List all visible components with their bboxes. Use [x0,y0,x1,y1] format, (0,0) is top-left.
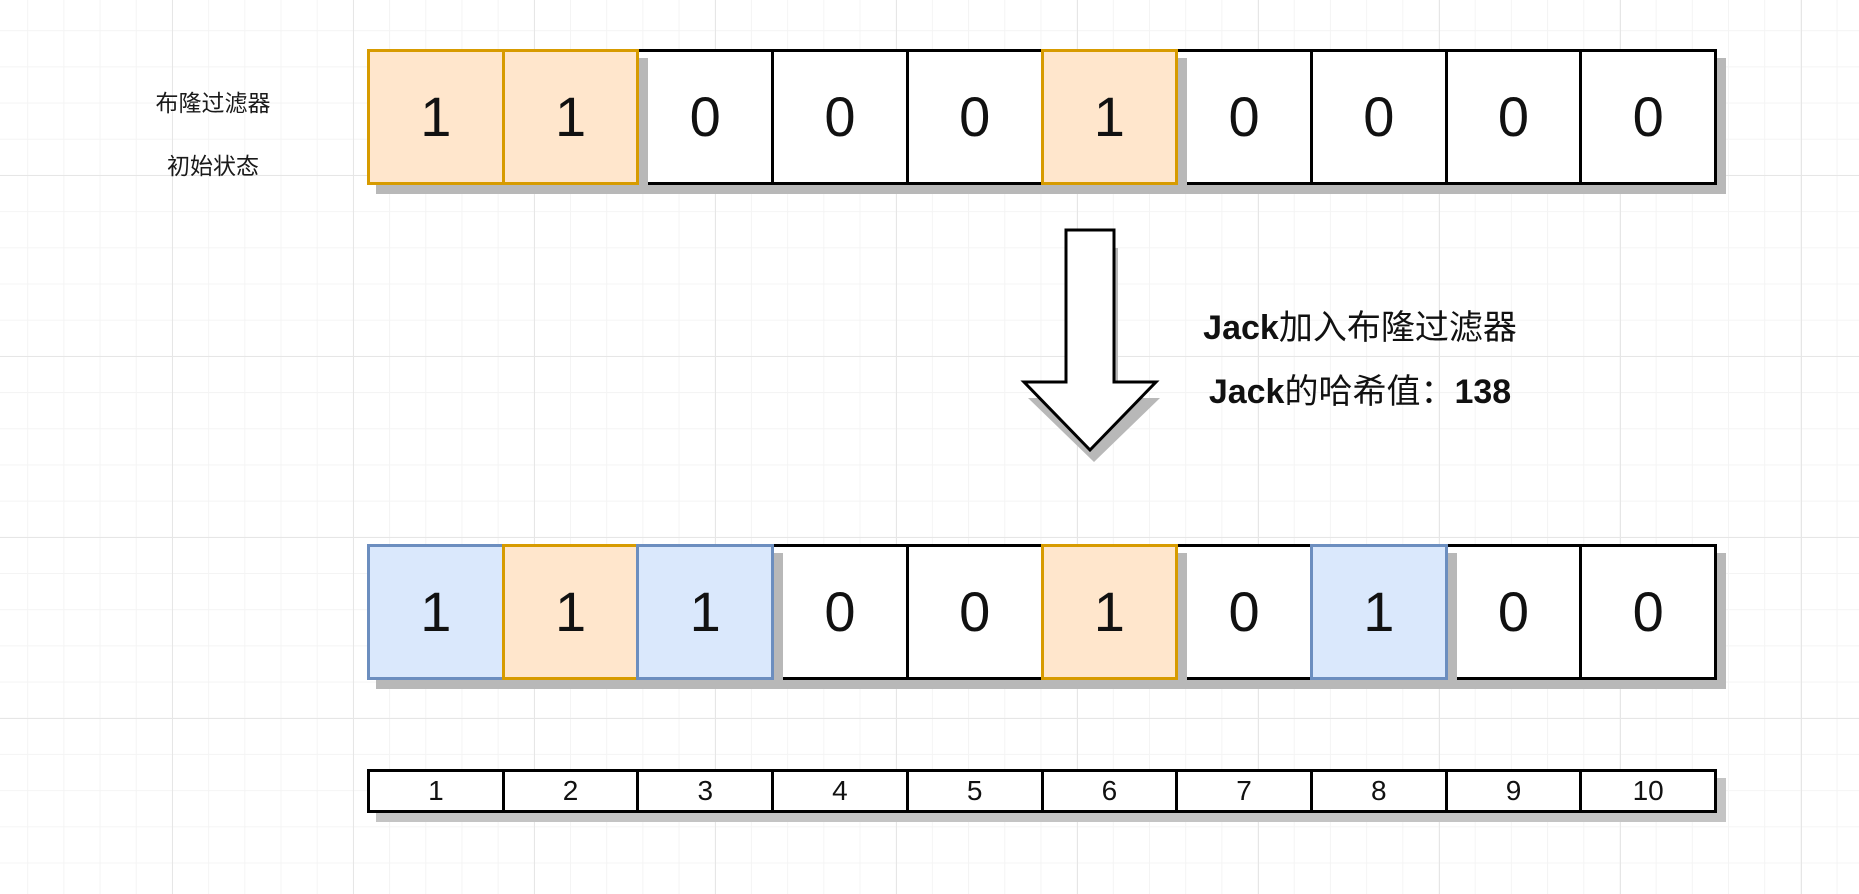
initial-bit-cell-value: 0 [959,85,991,148]
after-bit-cell: 1 [367,544,505,680]
initial-bit-cell: 0 [1175,49,1313,185]
after-bit-cell-value: 0 [959,580,991,643]
initial-bit-cell-value: 0 [824,85,856,148]
item-name: Jack [1208,373,1285,411]
after-bit-cell: 0 [1175,544,1313,680]
initial-bit-cell: 1 [501,49,640,185]
initial-bit-cell: 0 [1579,49,1718,185]
hash-label: 的哈希值： [1284,372,1455,412]
index-cell-value: 7 [1236,775,1252,806]
item-name: Jack [1203,309,1279,347]
initial-bit-cell-value: 0 [1363,85,1395,148]
after-bit-cell: 0 [771,544,909,680]
after-bit-array: 1 1 1 0 0 1 0 1 0 0 [367,544,1718,680]
index-cell: 8 [1309,769,1448,813]
initial-bit-cell-value: 1 [554,85,587,148]
index-cell: 7 [1175,769,1313,813]
index-cell: 10 [1579,769,1718,813]
after-bit-cell-value: 1 [1363,580,1395,643]
index-cell-value: 4 [832,775,848,806]
index-cell-value: 5 [966,775,983,806]
initial-bit-cell-value: 0 [1497,85,1530,148]
index-cell: 4 [771,769,909,813]
initial-bit-array: 1 1 0 0 0 1 0 0 0 0 [367,49,1718,185]
initial-bit-cell-value: 0 [1228,85,1260,148]
initial-bit-cell-value: 0 [1632,85,1664,148]
after-bit-cell-value: 0 [1228,580,1260,643]
index-cell-value: 6 [1101,775,1118,806]
initial-bit-cell: 0 [636,49,775,185]
initial-bit-cell-value: 1 [420,85,452,148]
after-bit-cell: 0 [1444,544,1583,680]
initial-bit-cell: 0 [771,49,909,185]
after-bit-cell-value: 1 [689,580,721,643]
down-arrow-icon [1020,228,1160,462]
index-cell: 9 [1444,769,1583,813]
initial-bit-cell: 1 [367,49,505,185]
index-cell-value: 10 [1632,775,1664,806]
operation-text: 加入布隆过滤器 [1278,308,1517,348]
index-cell: 1 [367,769,505,813]
operation-line-hash: Jack的哈希值：138 [1209,364,1511,413]
initial-bit-cell-value: 0 [689,85,721,148]
index-cell-value: 8 [1370,775,1387,806]
hash-value: 138 [1454,373,1512,411]
label-initial-state: 初始状态 [167,154,259,180]
after-bit-cell: 0 [1579,544,1718,680]
label-bloom-filter: 布隆过滤器 [155,91,271,117]
index-cell: 5 [905,769,1044,813]
initial-bit-cell: 1 [1040,49,1179,185]
index-cell-value: 9 [1505,775,1522,806]
index-cell-value: 1 [428,775,444,806]
initial-bit-cell: 0 [1309,49,1448,185]
after-bit-cell: 0 [905,544,1044,680]
index-cell: 6 [1040,769,1179,813]
index-cell: 3 [636,769,775,813]
after-bit-cell-value: 0 [1632,580,1664,643]
after-bit-cell-value: 0 [1497,580,1530,643]
after-bit-cell: 1 [1309,544,1448,680]
after-bit-cell: 1 [501,544,640,680]
index-cell: 2 [501,769,640,813]
initial-bit-cell: 0 [1444,49,1583,185]
after-bit-cell: 1 [1040,544,1179,680]
index-cell-value: 2 [562,775,579,806]
after-bit-cell-value: 1 [554,580,587,643]
index-cell-value: 3 [697,775,714,806]
index-row: 1 2 3 4 5 6 7 8 9 10 [367,769,1718,813]
after-bit-cell-value: 0 [824,580,856,643]
after-bit-cell-value: 1 [1093,580,1125,643]
after-bit-cell-value: 1 [420,580,452,643]
initial-bit-cell-value: 1 [1093,85,1125,148]
operation-line-add: Jack加入布隆过滤器 [1203,300,1517,349]
after-bit-cell: 1 [636,544,775,680]
initial-bit-cell: 0 [905,49,1044,185]
